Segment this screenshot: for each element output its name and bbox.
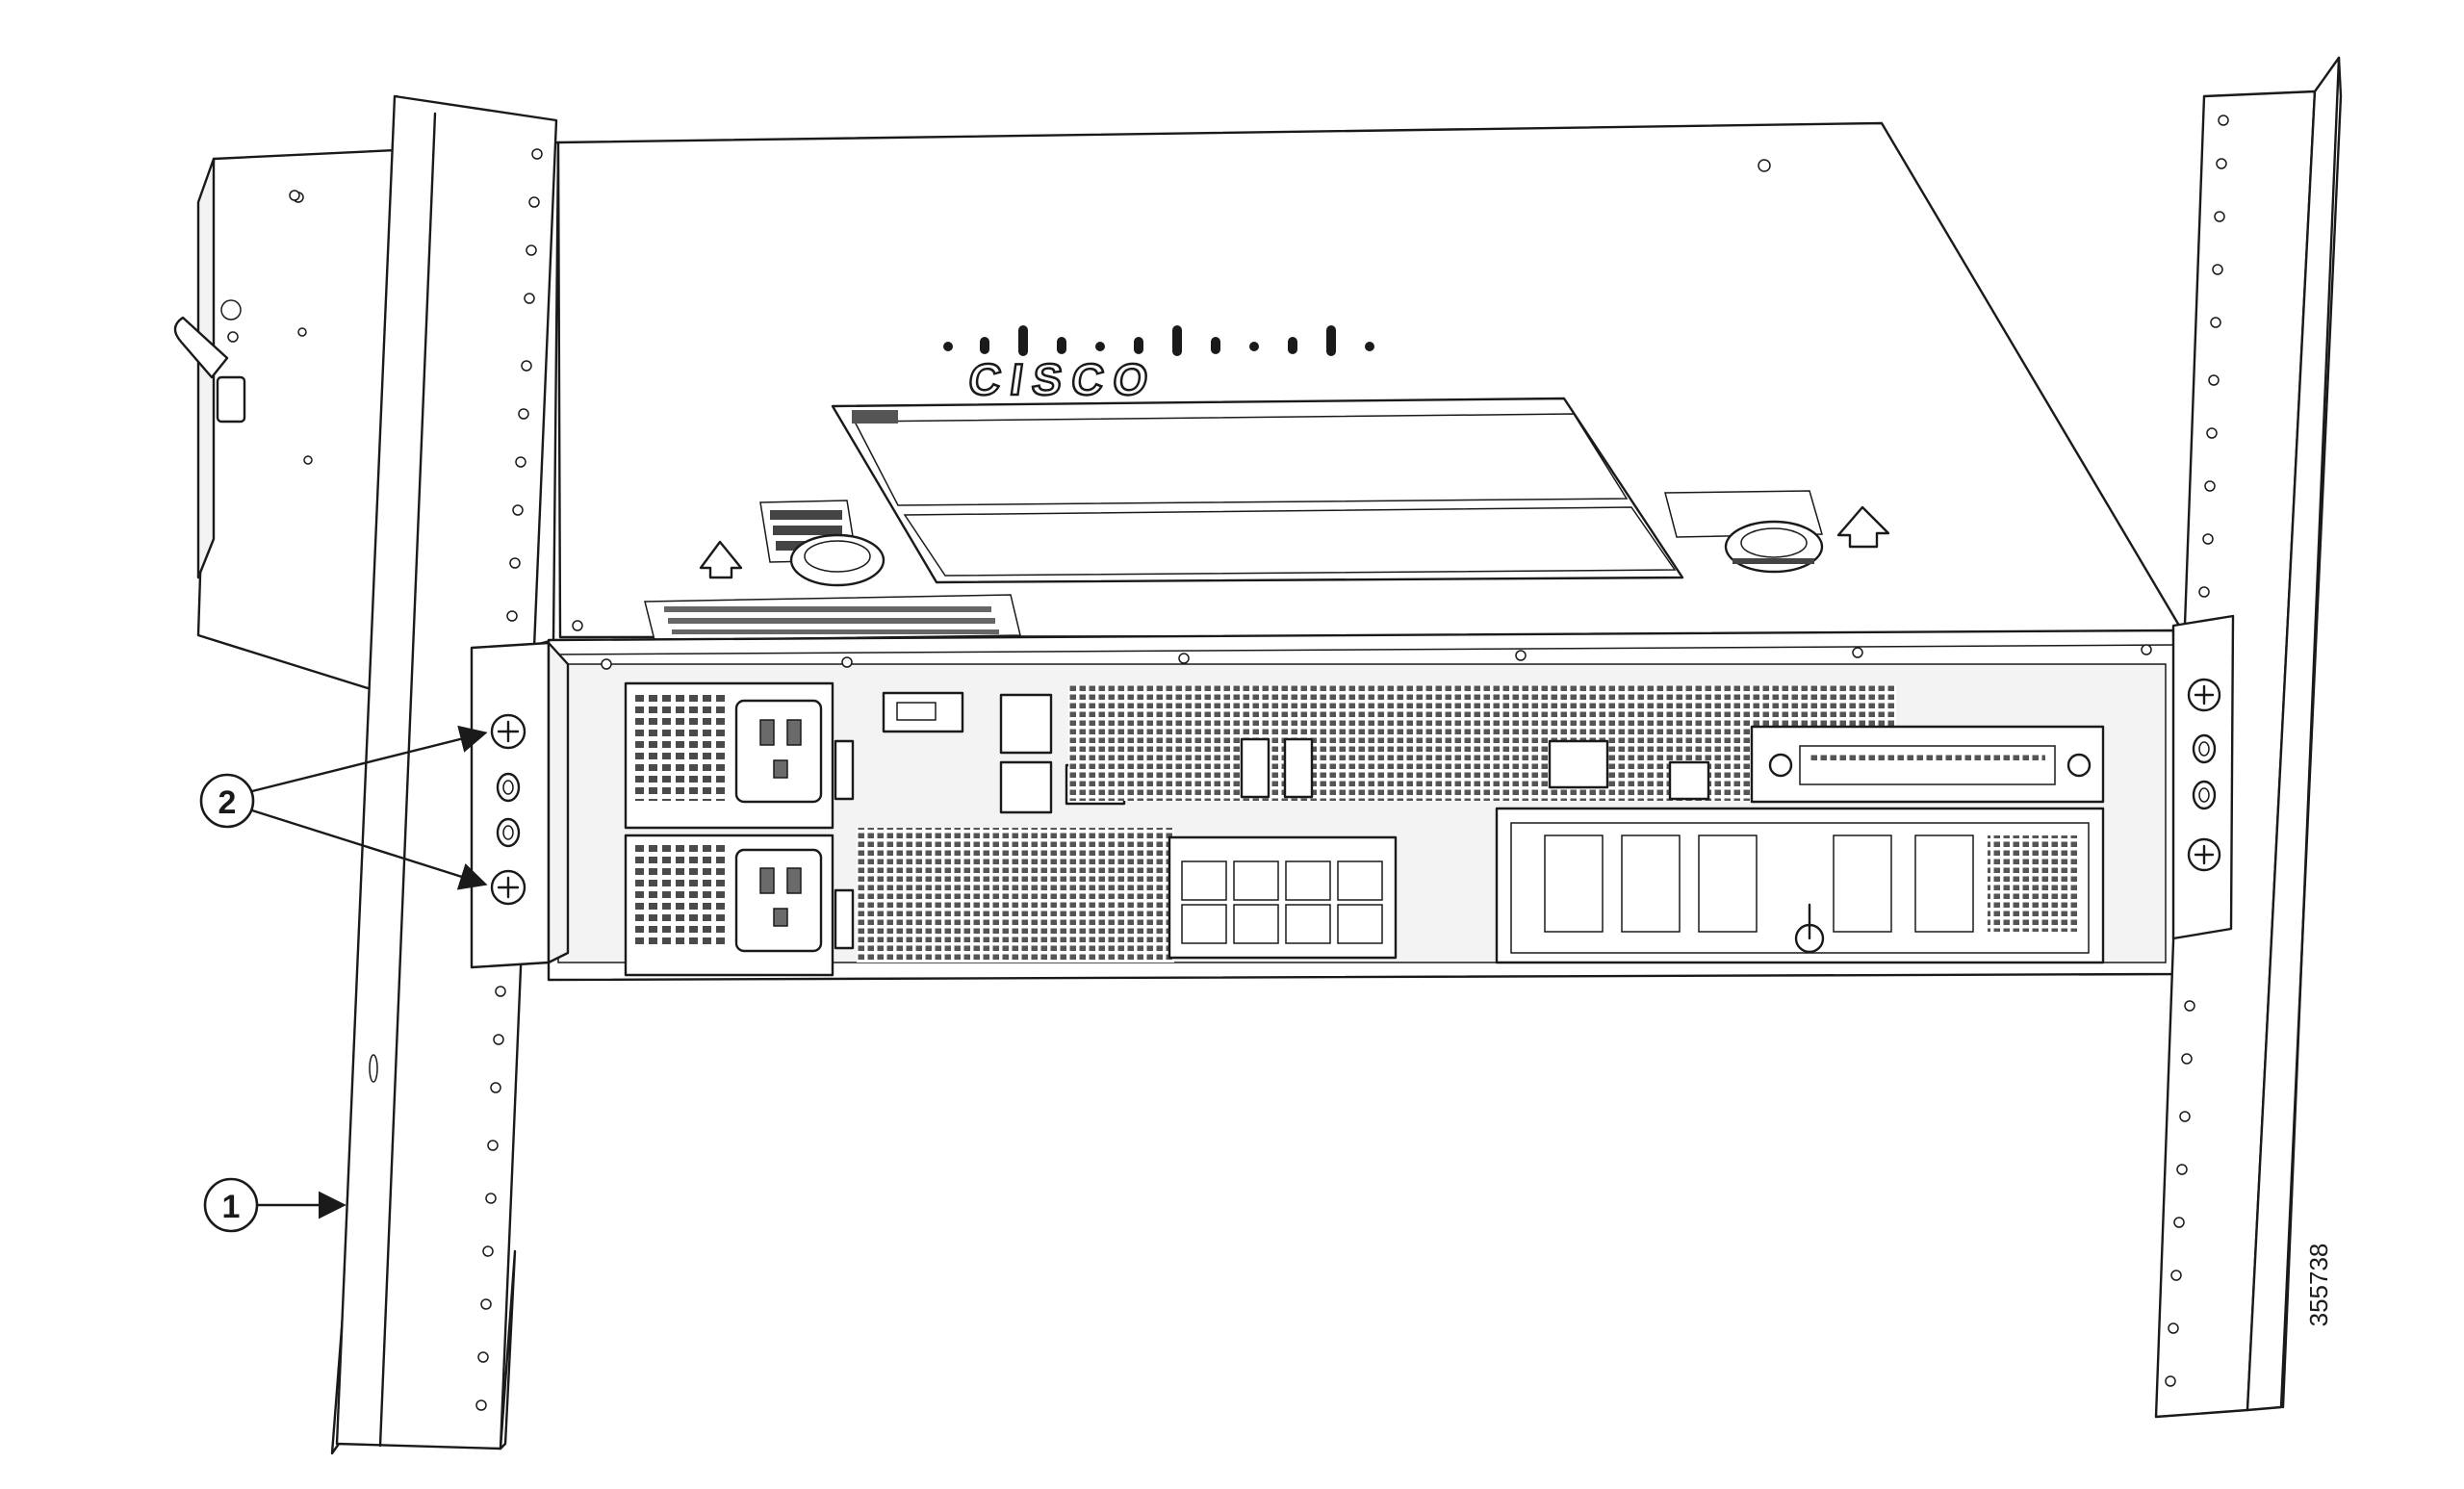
chassis-side-handle <box>173 316 246 424</box>
power-supply-2 <box>624 834 855 977</box>
callout-2-leader-bottom <box>250 809 488 890</box>
chassis-front <box>547 629 2179 982</box>
rack-rail-right-holes <box>2165 115 2229 1387</box>
cisco-logo: CISCO <box>943 325 1374 405</box>
airflow-arrow-left <box>699 540 743 579</box>
usb-ports <box>1240 737 1314 799</box>
bracket-screw-top <box>490 713 526 750</box>
figure-id: 355738 <box>2304 1244 2333 1327</box>
mounting-bracket-left <box>470 641 570 969</box>
mounting-bracket-right <box>2171 614 2235 940</box>
callout-2-number: 2 <box>218 784 237 821</box>
rack-rail-left-holes <box>369 148 543 1411</box>
top-fan-port-left <box>789 533 886 587</box>
rack-rail-right <box>2154 56 2343 1419</box>
top-fan-port-right <box>1724 520 1824 574</box>
front-module-slot <box>1750 725 2105 804</box>
bracket-right-screw-bottom <box>2187 837 2221 872</box>
callout-2-leader-top <box>250 725 488 793</box>
callout-2: 2 <box>199 725 488 890</box>
callout-2-circle <box>199 773 255 829</box>
bracket-screw-bottom <box>490 869 526 906</box>
network-module <box>1495 807 2105 964</box>
bracket-right-screw-top <box>2187 678 2221 712</box>
power-supply-1 <box>624 681 855 830</box>
chassis-top: CISCO <box>289 121 2187 641</box>
callout-1: 1 <box>203 1177 346 1233</box>
callout-1-circle <box>203 1177 259 1233</box>
sfp-ports <box>1168 835 1398 960</box>
callout-1-number: 1 <box>222 1189 241 1225</box>
cisco-logo-text: CISCO <box>965 354 1161 404</box>
front-vent-lower <box>857 828 1174 963</box>
rack-rail-left <box>330 94 558 1455</box>
top-label-panel <box>831 397 1684 584</box>
airflow-arrow-right <box>1836 505 1890 549</box>
